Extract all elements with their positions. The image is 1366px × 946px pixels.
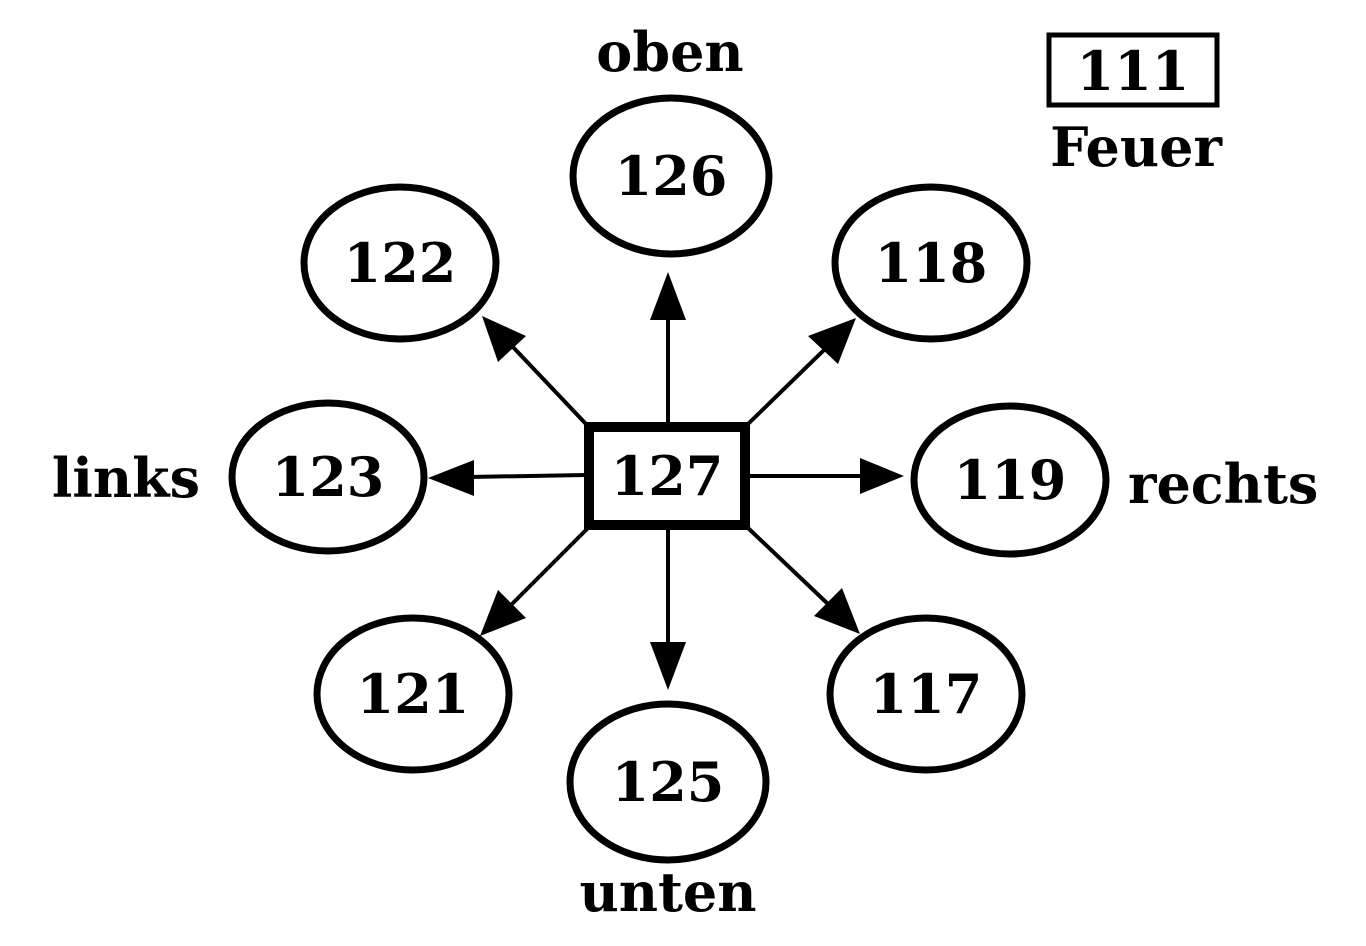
- arrow-head-122: [482, 316, 526, 362]
- direction-label-right: rechts: [1128, 452, 1318, 516]
- arrow-to-118: [746, 348, 826, 426]
- arrow-head-117: [814, 588, 860, 634]
- node-123-label: 123: [272, 445, 385, 509]
- arrow-head-126: [650, 272, 686, 320]
- node-119: 119: [910, 402, 1110, 558]
- node-117: 117: [826, 614, 1026, 774]
- node-117-label: 117: [870, 662, 983, 726]
- node-118-label: 118: [875, 231, 988, 295]
- arrow-head-123: [428, 460, 474, 496]
- center-node: 127: [584, 422, 750, 530]
- direction-label-left: links: [52, 446, 200, 510]
- legend-box: [1046, 32, 1220, 108]
- center-node-label: 127: [611, 444, 724, 508]
- node-122: 122: [300, 183, 500, 343]
- node-122-label: 122: [344, 231, 457, 295]
- node-126-label: 126: [615, 144, 728, 208]
- node-121: 121: [313, 614, 513, 774]
- node-121-label: 121: [357, 662, 470, 726]
- direction-label-down: unten: [579, 860, 756, 924]
- arrow-to-123: [467, 473, 587, 479]
- arrows: [428, 272, 904, 690]
- legend-caption: Feuer: [1050, 115, 1222, 179]
- arrow-head-118: [808, 318, 856, 364]
- node-123: 123: [228, 399, 428, 555]
- node-118: 118: [831, 183, 1031, 343]
- arrow-to-122: [510, 344, 588, 426]
- node-125: 125: [566, 700, 770, 864]
- legend: 111 Feuer: [1046, 32, 1222, 179]
- direction-label-up: oben: [596, 20, 743, 84]
- node-119-label: 119: [954, 448, 1067, 512]
- legend-box-label: 111: [1077, 39, 1190, 103]
- node-125-label: 125: [612, 750, 725, 814]
- arrow-head-125: [650, 642, 686, 690]
- arrow-to-117: [746, 526, 830, 606]
- arrow-to-121: [510, 526, 590, 606]
- arrow-head-119: [860, 458, 904, 494]
- node-126: 126: [569, 94, 773, 258]
- arrow-head-121: [480, 590, 526, 636]
